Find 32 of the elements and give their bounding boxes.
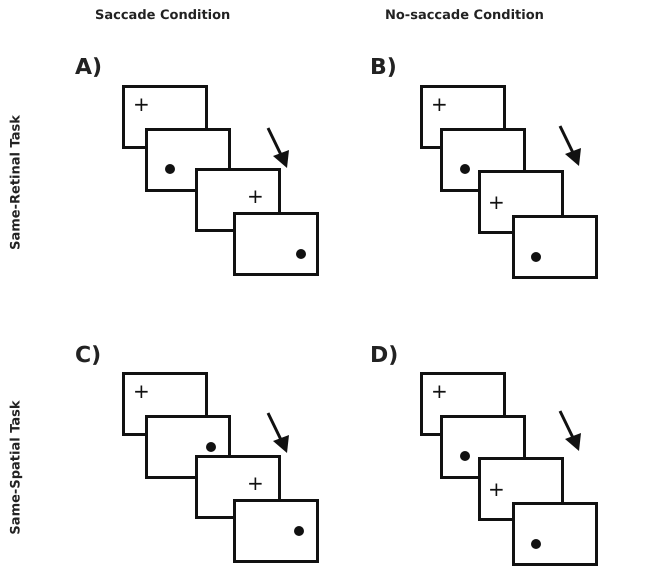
screen-frame xyxy=(122,372,208,436)
fixation-cross: + xyxy=(488,192,505,212)
fixation-cross: + xyxy=(488,479,505,499)
screen-frame xyxy=(478,170,564,234)
screen-frame xyxy=(233,499,319,563)
screen-frame xyxy=(420,85,506,149)
row-heading: Same-Retinal Task xyxy=(8,114,24,252)
fixation-cross: + xyxy=(133,94,150,114)
panel-letter: C) xyxy=(75,343,102,368)
panel-letter: D) xyxy=(370,343,398,368)
screen-frame xyxy=(233,212,319,276)
screen-frame xyxy=(195,455,281,519)
screen-frame xyxy=(440,128,526,192)
screen-frame xyxy=(512,215,598,279)
screen-frame xyxy=(478,457,564,521)
screen-frame xyxy=(122,85,208,149)
panel-letter: A) xyxy=(75,55,102,80)
column-heading: Saccade Condition xyxy=(95,8,230,23)
panel-letter: B) xyxy=(370,55,397,80)
screen-frame xyxy=(512,502,598,566)
screen-frame xyxy=(195,168,281,232)
screen-frame xyxy=(440,415,526,479)
fixation-cross: + xyxy=(133,381,150,401)
screen-frame xyxy=(420,372,506,436)
fixation-cross: + xyxy=(431,94,448,114)
screen-frame xyxy=(145,128,231,192)
row-heading: Same-Spatial Task xyxy=(8,399,24,537)
fixation-cross: + xyxy=(247,186,264,206)
fixation-cross: + xyxy=(431,381,448,401)
screen-frame xyxy=(145,415,231,479)
fixation-cross: + xyxy=(247,473,264,493)
column-heading: No-saccade Condition xyxy=(385,8,544,23)
